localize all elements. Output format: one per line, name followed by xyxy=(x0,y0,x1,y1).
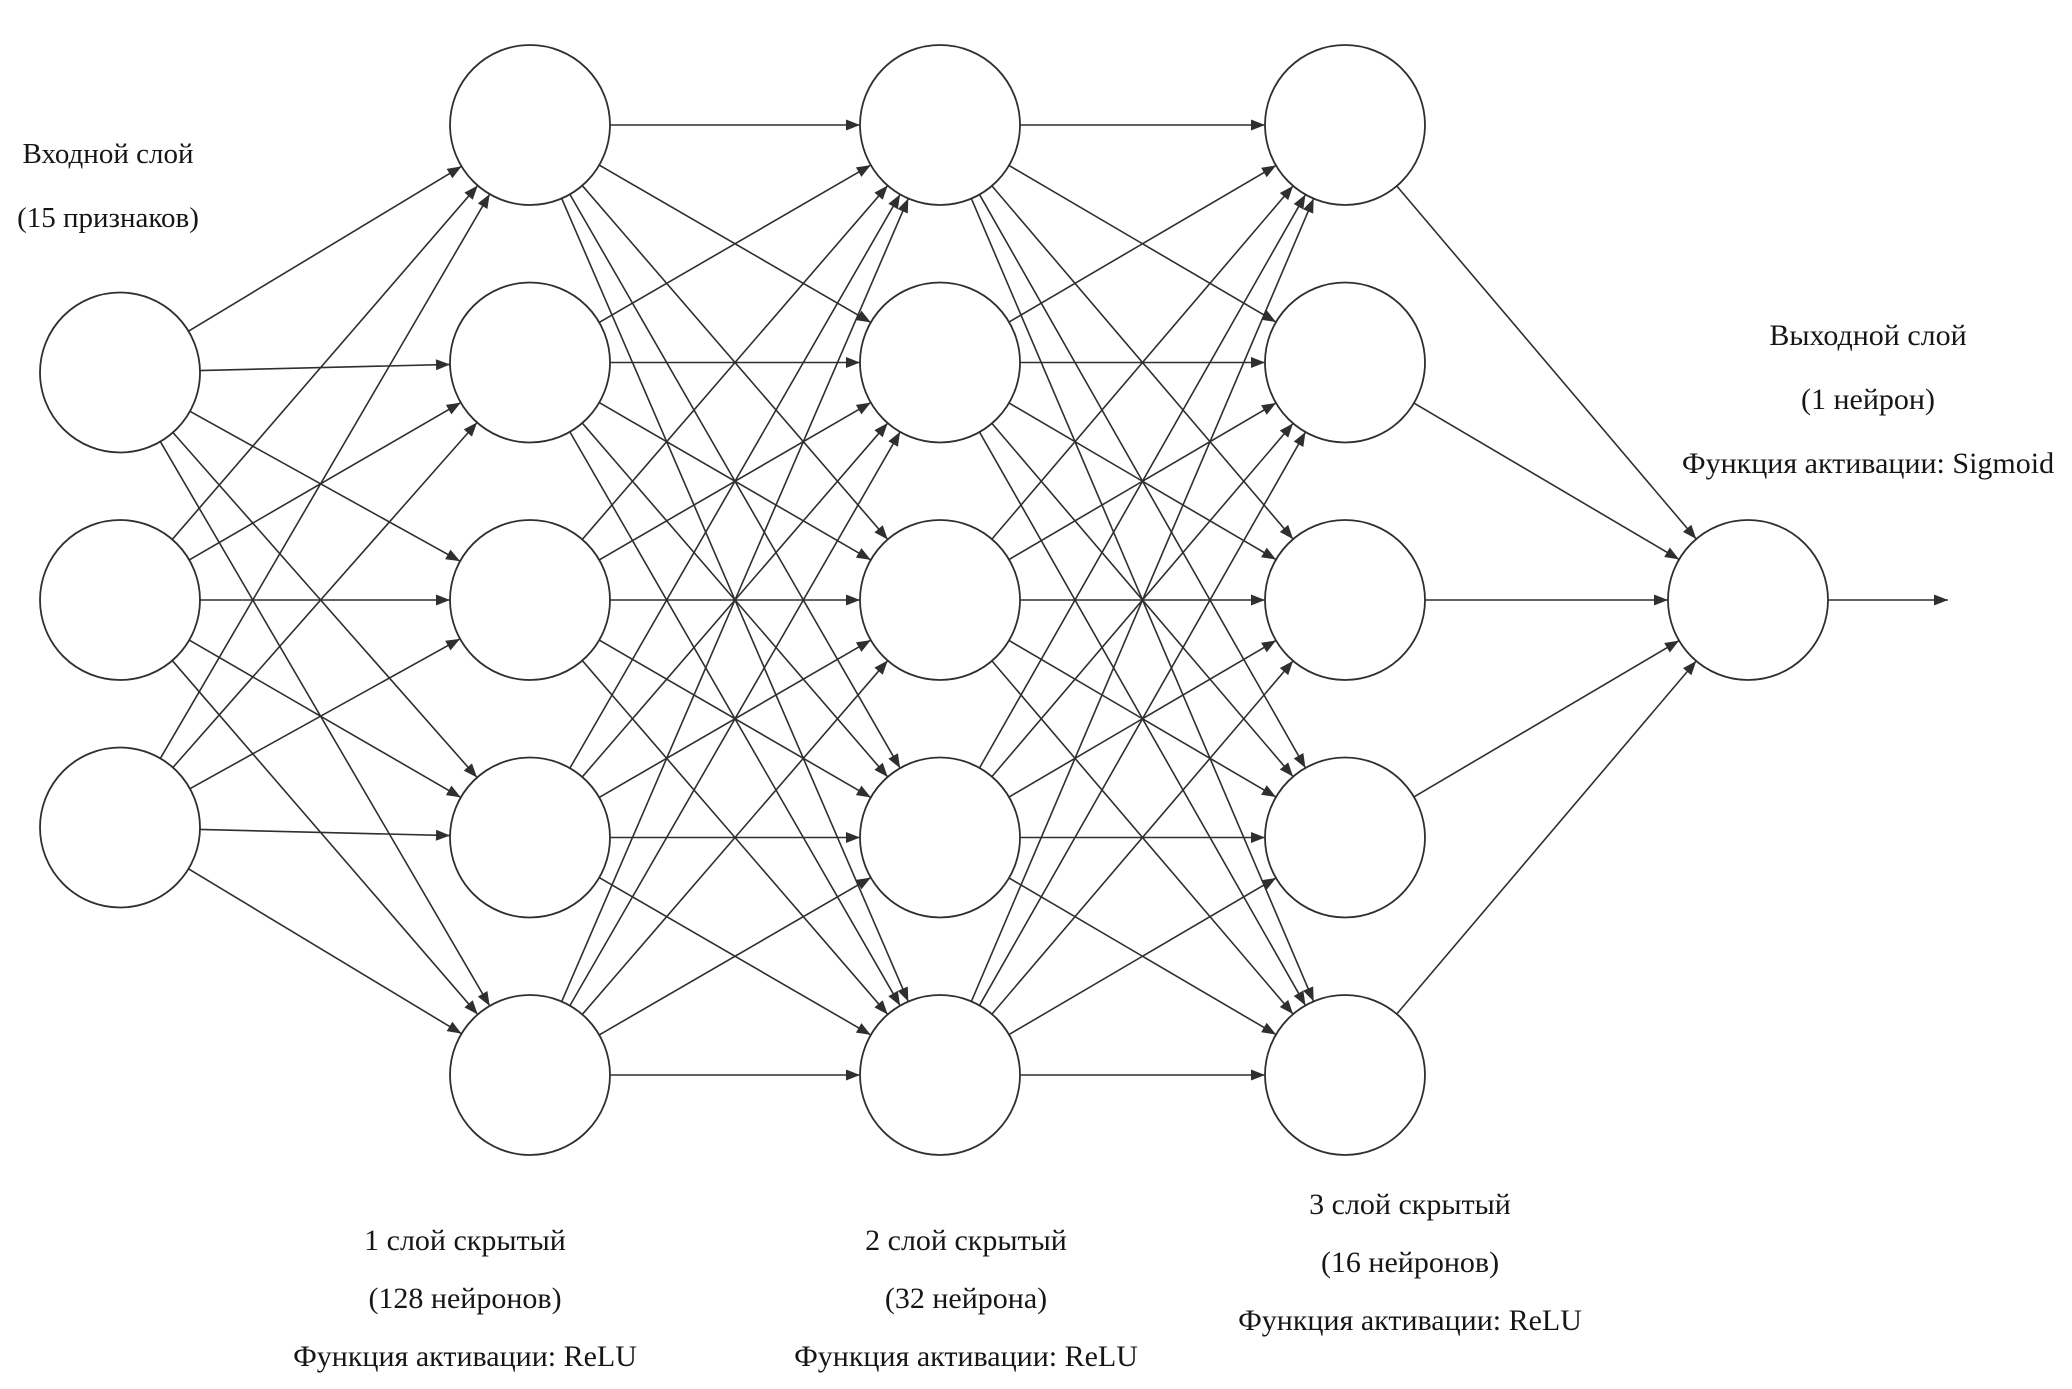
connection-hidden-1-2-to-hidden-2-1 xyxy=(598,164,872,324)
neuron-hidden-1-4 xyxy=(449,756,611,919)
hidden-layer-2-label: 2 слой скрытый (32 нейрона) Функция акти… xyxy=(736,1212,1196,1386)
neuron-input-3 xyxy=(39,746,201,909)
connection-input-3-to-hidden-1-2 xyxy=(172,421,478,769)
hidden-layer-2-label-line-1: 2 слой скрытый xyxy=(865,1224,1067,1257)
connection-hidden-2-4-to-hidden-3-1 xyxy=(978,194,1307,769)
hidden-layer-3-label-line-2: (16 нейронов) xyxy=(1320,1246,1500,1279)
connection-hidden-1-5-to-hidden-2-1 xyxy=(560,198,910,1002)
output-layer-label-line-2: (1 нейрон) xyxy=(1801,383,1935,416)
connection-input-2-to-hidden-1-4 xyxy=(188,639,462,799)
connection-input-1-to-hidden-1-5 xyxy=(159,441,491,1007)
hidden-layer-2-label-line-3: Функция активации: ReLU xyxy=(794,1340,1138,1373)
input-layer-label-line-1: Входной слой xyxy=(22,138,194,170)
connection-hidden-3-5-to-output-1 xyxy=(1396,660,1697,1015)
connection-hidden-1-5-to-hidden-2-3 xyxy=(581,660,889,1015)
neuron-hidden-3-1 xyxy=(1264,44,1426,206)
hidden-layer-1-label-line-2: (128 нейронов) xyxy=(368,1282,562,1315)
hidden-layer-3-label: 3 слой скрытый (16 нейронов) Функция акт… xyxy=(1180,1176,1640,1350)
connection-input-1-to-hidden-1-3 xyxy=(189,410,461,562)
neuron-hidden-1-2 xyxy=(449,281,611,444)
hidden-layer-3-label-line-1: 3 слой скрытый xyxy=(1309,1188,1511,1221)
connection-input-1-to-hidden-1-1 xyxy=(188,165,462,332)
connection-input-2-to-hidden-1-2 xyxy=(188,401,462,561)
input-layer-label: Входной слой (15 признаков) xyxy=(0,122,218,250)
hidden-layer-1-label-line-3: Функция активации: ReLU xyxy=(293,1340,637,1373)
connection-input-2-to-hidden-1-1 xyxy=(171,185,479,540)
neuron-hidden-2-2 xyxy=(859,281,1021,444)
output-layer-label-line-3: Функция активации: Sigmoid xyxy=(1681,447,2055,480)
connection-input-1-to-hidden-1-4 xyxy=(172,431,478,779)
connection-hidden-2-3-to-hidden-3-1 xyxy=(991,185,1294,540)
neuron-hidden-1-3 xyxy=(449,519,611,681)
neuron-hidden-2-4 xyxy=(859,756,1021,919)
neuron-input-1 xyxy=(39,291,201,454)
neuron-input-2 xyxy=(39,519,201,681)
connection-lines xyxy=(159,119,1948,1081)
connection-hidden-1-4-to-hidden-2-1 xyxy=(569,193,901,769)
connection-input-3-to-hidden-1-4 xyxy=(199,828,451,841)
connection-hidden-2-5-to-hidden-3-4 xyxy=(1008,877,1277,1036)
connection-hidden-1-5-to-hidden-2-4 xyxy=(598,876,872,1036)
neuron-hidden-1-1 xyxy=(449,44,611,206)
neuron-nodes xyxy=(39,44,1829,1156)
connection-hidden-2-5-to-hidden-3-1 xyxy=(970,198,1315,1002)
neuron-hidden-2-3 xyxy=(859,519,1021,681)
input-layer-label-line-2: (15 признаков) xyxy=(17,202,199,234)
connection-hidden-1-3-to-hidden-2-1 xyxy=(581,185,889,540)
neuron-hidden-1-5 xyxy=(449,994,611,1156)
connection-input-1-to-hidden-1-2 xyxy=(199,359,451,372)
connection-hidden-1-5-to-hidden-2-2 xyxy=(569,431,901,1007)
connection-input-3-to-hidden-1-1 xyxy=(159,193,491,759)
connection-hidden-2-5-to-hidden-3-3 xyxy=(991,660,1294,1015)
neuron-hidden-2-1 xyxy=(859,44,1021,206)
hidden-layer-1-label-line-1: 1 слой скрытый xyxy=(364,1224,566,1257)
hidden-layer-2-label-line-2: (32 нейрона) xyxy=(884,1282,1048,1315)
output-layer-label-line-1: Выходной слой xyxy=(1769,319,1967,352)
hidden-layer-1-label: 1 слой скрытый (128 нейронов) Функция ак… xyxy=(235,1212,695,1386)
connection-input-3-to-hidden-1-3 xyxy=(189,638,461,790)
hidden-layer-3-label-line-3: Функция активации: ReLU xyxy=(1238,1304,1582,1337)
neuron-hidden-3-5 xyxy=(1264,994,1426,1156)
output-layer-label: Выходной слой (1 нейрон) Функция активац… xyxy=(1638,304,2072,496)
connection-hidden-2-2-to-hidden-3-1 xyxy=(1008,164,1277,323)
neuron-hidden-3-3 xyxy=(1264,519,1426,681)
neuron-hidden-3-4 xyxy=(1264,756,1426,919)
connection-input-3-to-hidden-1-5 xyxy=(188,868,462,1035)
neuron-hidden-3-2 xyxy=(1264,281,1426,444)
connection-hidden-2-5-to-hidden-3-2 xyxy=(978,431,1307,1006)
neuron-output-1 xyxy=(1667,519,1829,681)
connection-hidden-3-2-to-output-1 xyxy=(1413,402,1680,561)
connection-hidden-3-1-to-output-1 xyxy=(1396,185,1697,540)
connection-input-2-to-hidden-1-5 xyxy=(171,660,479,1015)
connection-hidden-3-4-to-output-1 xyxy=(1413,639,1680,798)
neuron-hidden-2-5 xyxy=(859,994,1021,1156)
